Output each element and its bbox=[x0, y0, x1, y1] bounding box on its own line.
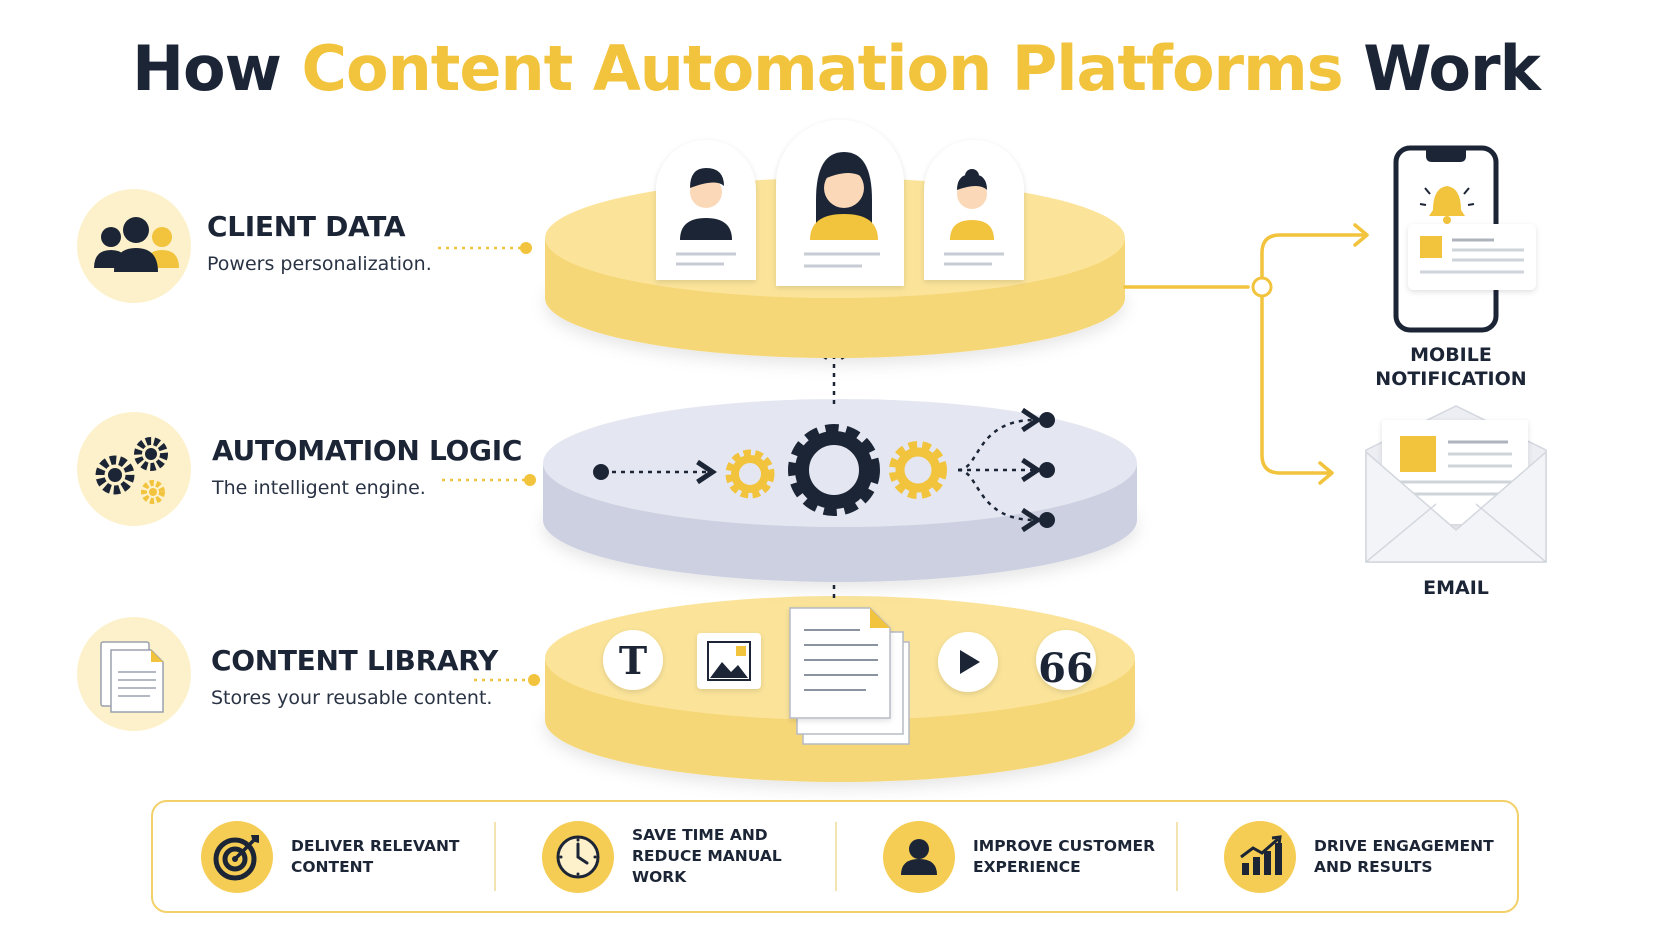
quote-type-glyph: 66 bbox=[1038, 645, 1094, 692]
benefit-save-time: SAVE TIME AND REDUCE MANUAL WORK bbox=[494, 802, 835, 911]
growth-chart-icon bbox=[1224, 820, 1296, 893]
video-type-icon bbox=[938, 632, 998, 692]
client-data-label: CLIENT DATA Powers personalization. bbox=[207, 210, 432, 275]
client-data-heading: CLIENT DATA bbox=[207, 210, 406, 243]
benefit-label: SAVE TIME AND REDUCE MANUAL WORK bbox=[632, 826, 782, 886]
content-library-heading: CONTENT LIBRARY bbox=[211, 644, 498, 677]
title-part-1: How bbox=[132, 32, 302, 105]
distribution-lines bbox=[1123, 223, 1369, 485]
distribution-node bbox=[1251, 276, 1273, 298]
benefit-deliver-relevant-content: DELIVER RELEVANT CONTENT bbox=[153, 802, 494, 911]
text-type-glyph: T bbox=[619, 638, 647, 683]
leader-lines bbox=[438, 242, 540, 686]
documents-icon bbox=[77, 617, 191, 731]
email-envelope-icon bbox=[1365, 405, 1547, 563]
image-type-icon bbox=[697, 633, 761, 689]
client-profile-card-center bbox=[776, 120, 904, 286]
benefit-label: DRIVE ENGAGEMENT AND RESULTS bbox=[1314, 836, 1494, 876]
users-icon bbox=[77, 189, 191, 303]
content-library-label: CONTENT LIBRARY Stores your reusable con… bbox=[211, 644, 498, 709]
clock-icon bbox=[542, 820, 614, 893]
benefits-bar: DELIVER RELEVANT CONTENT SAVE TIME AND R… bbox=[151, 800, 1519, 913]
mobile-notification-label: MOBILE NOTIFICATION bbox=[1346, 343, 1556, 391]
person-icon bbox=[883, 820, 955, 893]
automation-logic-label: AUTOMATION LOGIC The intelligent engine. bbox=[212, 434, 522, 499]
mobile-label-line-2: NOTIFICATION bbox=[1375, 368, 1527, 390]
email-label: EMAIL bbox=[1356, 576, 1556, 600]
text-type-icon: T bbox=[603, 630, 663, 690]
documents-stack-icon bbox=[789, 607, 910, 745]
benefit-improve-customer-experience: IMPROVE CUSTOMER EXPERIENCE bbox=[835, 802, 1176, 911]
gears-icon bbox=[77, 412, 191, 526]
automation-flow-arrows bbox=[593, 407, 1055, 533]
quote-type-icon: 66 bbox=[1036, 630, 1096, 692]
automation-logic-description: The intelligent engine. bbox=[212, 477, 426, 499]
title-part-2: Work bbox=[1342, 32, 1541, 105]
content-library-description: Stores your reusable content. bbox=[211, 687, 493, 709]
title-highlight: Content Automation Platforms bbox=[301, 32, 1344, 105]
client-profile-card-left bbox=[656, 140, 756, 280]
automation-logic-heading: AUTOMATION LOGIC bbox=[212, 434, 523, 467]
benefit-label: IMPROVE CUSTOMER EXPERIENCE bbox=[973, 836, 1156, 876]
email-label-line-1: EMAIL bbox=[1423, 577, 1489, 599]
target-icon bbox=[201, 820, 273, 893]
mobile-label-line-1: MOBILE bbox=[1410, 344, 1492, 366]
notification-card bbox=[1408, 224, 1536, 290]
client-data-description: Powers personalization. bbox=[207, 253, 432, 275]
benefit-drive-engagement: DRIVE ENGAGEMENT AND RESULTS bbox=[1176, 802, 1517, 911]
automation-gears-icon bbox=[725, 424, 947, 516]
benefit-label: DELIVER RELEVANT CONTENT bbox=[291, 836, 460, 876]
client-profile-card-right bbox=[924, 140, 1024, 280]
page-title: How Content Automation Platforms Work bbox=[0, 32, 1672, 105]
